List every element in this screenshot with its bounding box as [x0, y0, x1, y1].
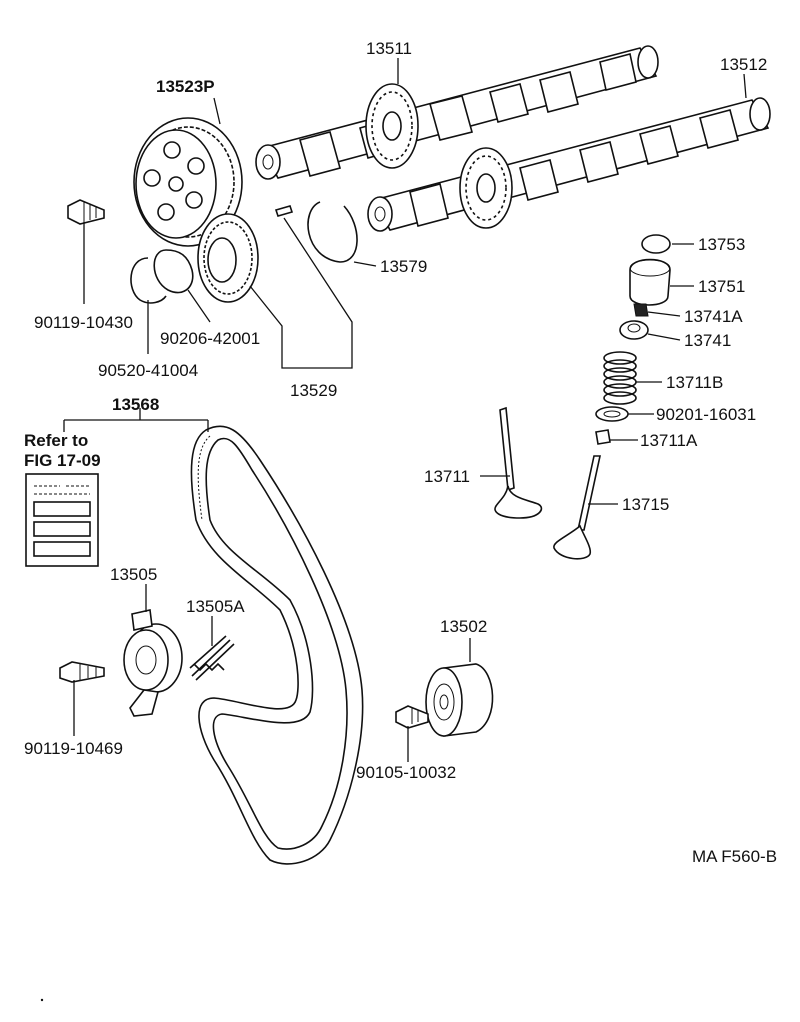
leader-lines-cam-group	[83, 58, 747, 369]
refer-to-line: Refer to	[24, 431, 88, 450]
label-90105-10032: 90105-10032	[356, 763, 456, 782]
label-13512: 13512	[720, 55, 767, 74]
bolt-90119-10469	[59, 661, 105, 736]
spring-13711b	[603, 351, 637, 405]
refer-fig-line: FIG 17-09	[24, 451, 101, 470]
seal-13711a	[595, 429, 611, 445]
label-13751: 13751	[698, 277, 745, 296]
retainer-13741	[619, 320, 649, 340]
plate-90206	[153, 249, 194, 294]
camshaft-13511	[255, 45, 659, 180]
label-13715: 13715	[622, 495, 669, 514]
label-90119-10430: 90119-10430	[34, 313, 133, 332]
label-13568: 13568	[112, 395, 159, 414]
seat-90201	[595, 406, 629, 422]
spring-13505a	[189, 616, 235, 681]
label-13753: 13753	[698, 235, 745, 254]
label-13711a: 13711A	[640, 431, 698, 450]
label-13502: 13502	[440, 617, 487, 636]
label-13523p: 13523P	[156, 77, 215, 96]
refer-box	[25, 473, 99, 567]
snap-ring-90520	[130, 257, 167, 304]
label-90201-16031: 90201-16031	[656, 405, 756, 424]
timing-belt-13568	[190, 425, 364, 865]
label-13511: 13511	[366, 39, 412, 58]
valve-13711	[480, 406, 543, 519]
valve-train	[480, 234, 694, 560]
label-13505a: 13505A	[186, 597, 245, 616]
label-13579: 13579	[380, 257, 427, 276]
bolt-90105-10032	[395, 705, 429, 762]
label-13741a: 13741A	[684, 307, 743, 326]
valve-13715	[553, 455, 618, 560]
stray-dot	[40, 998, 44, 1002]
label-13505: 13505	[110, 565, 157, 584]
snap-ring-13579	[307, 201, 358, 263]
knock-pin	[274, 205, 294, 217]
label-13741: 13741	[684, 331, 731, 350]
label-90206-42001: 90206-42001	[160, 329, 260, 348]
camshaft-13512	[367, 97, 771, 232]
label-13711: 13711	[424, 467, 470, 486]
sub-gear	[197, 213, 259, 303]
label-90520-41004: 90520-41004	[98, 361, 198, 380]
camshaft-timing-pulley-13523p	[133, 117, 243, 247]
label-90119-10469: 90119-10469	[24, 739, 123, 758]
label-13711b: 13711B	[666, 373, 723, 392]
shim-13753	[641, 234, 671, 254]
label-13529: 13529	[290, 381, 337, 400]
tensioner-13505	[123, 584, 183, 717]
lifter-13751	[629, 258, 671, 306]
keeper-13741a	[633, 303, 649, 317]
figure-code: MA F560-B	[692, 847, 777, 866]
bolt-90119-10430	[67, 199, 105, 225]
idler-pulley-13502	[425, 638, 494, 737]
